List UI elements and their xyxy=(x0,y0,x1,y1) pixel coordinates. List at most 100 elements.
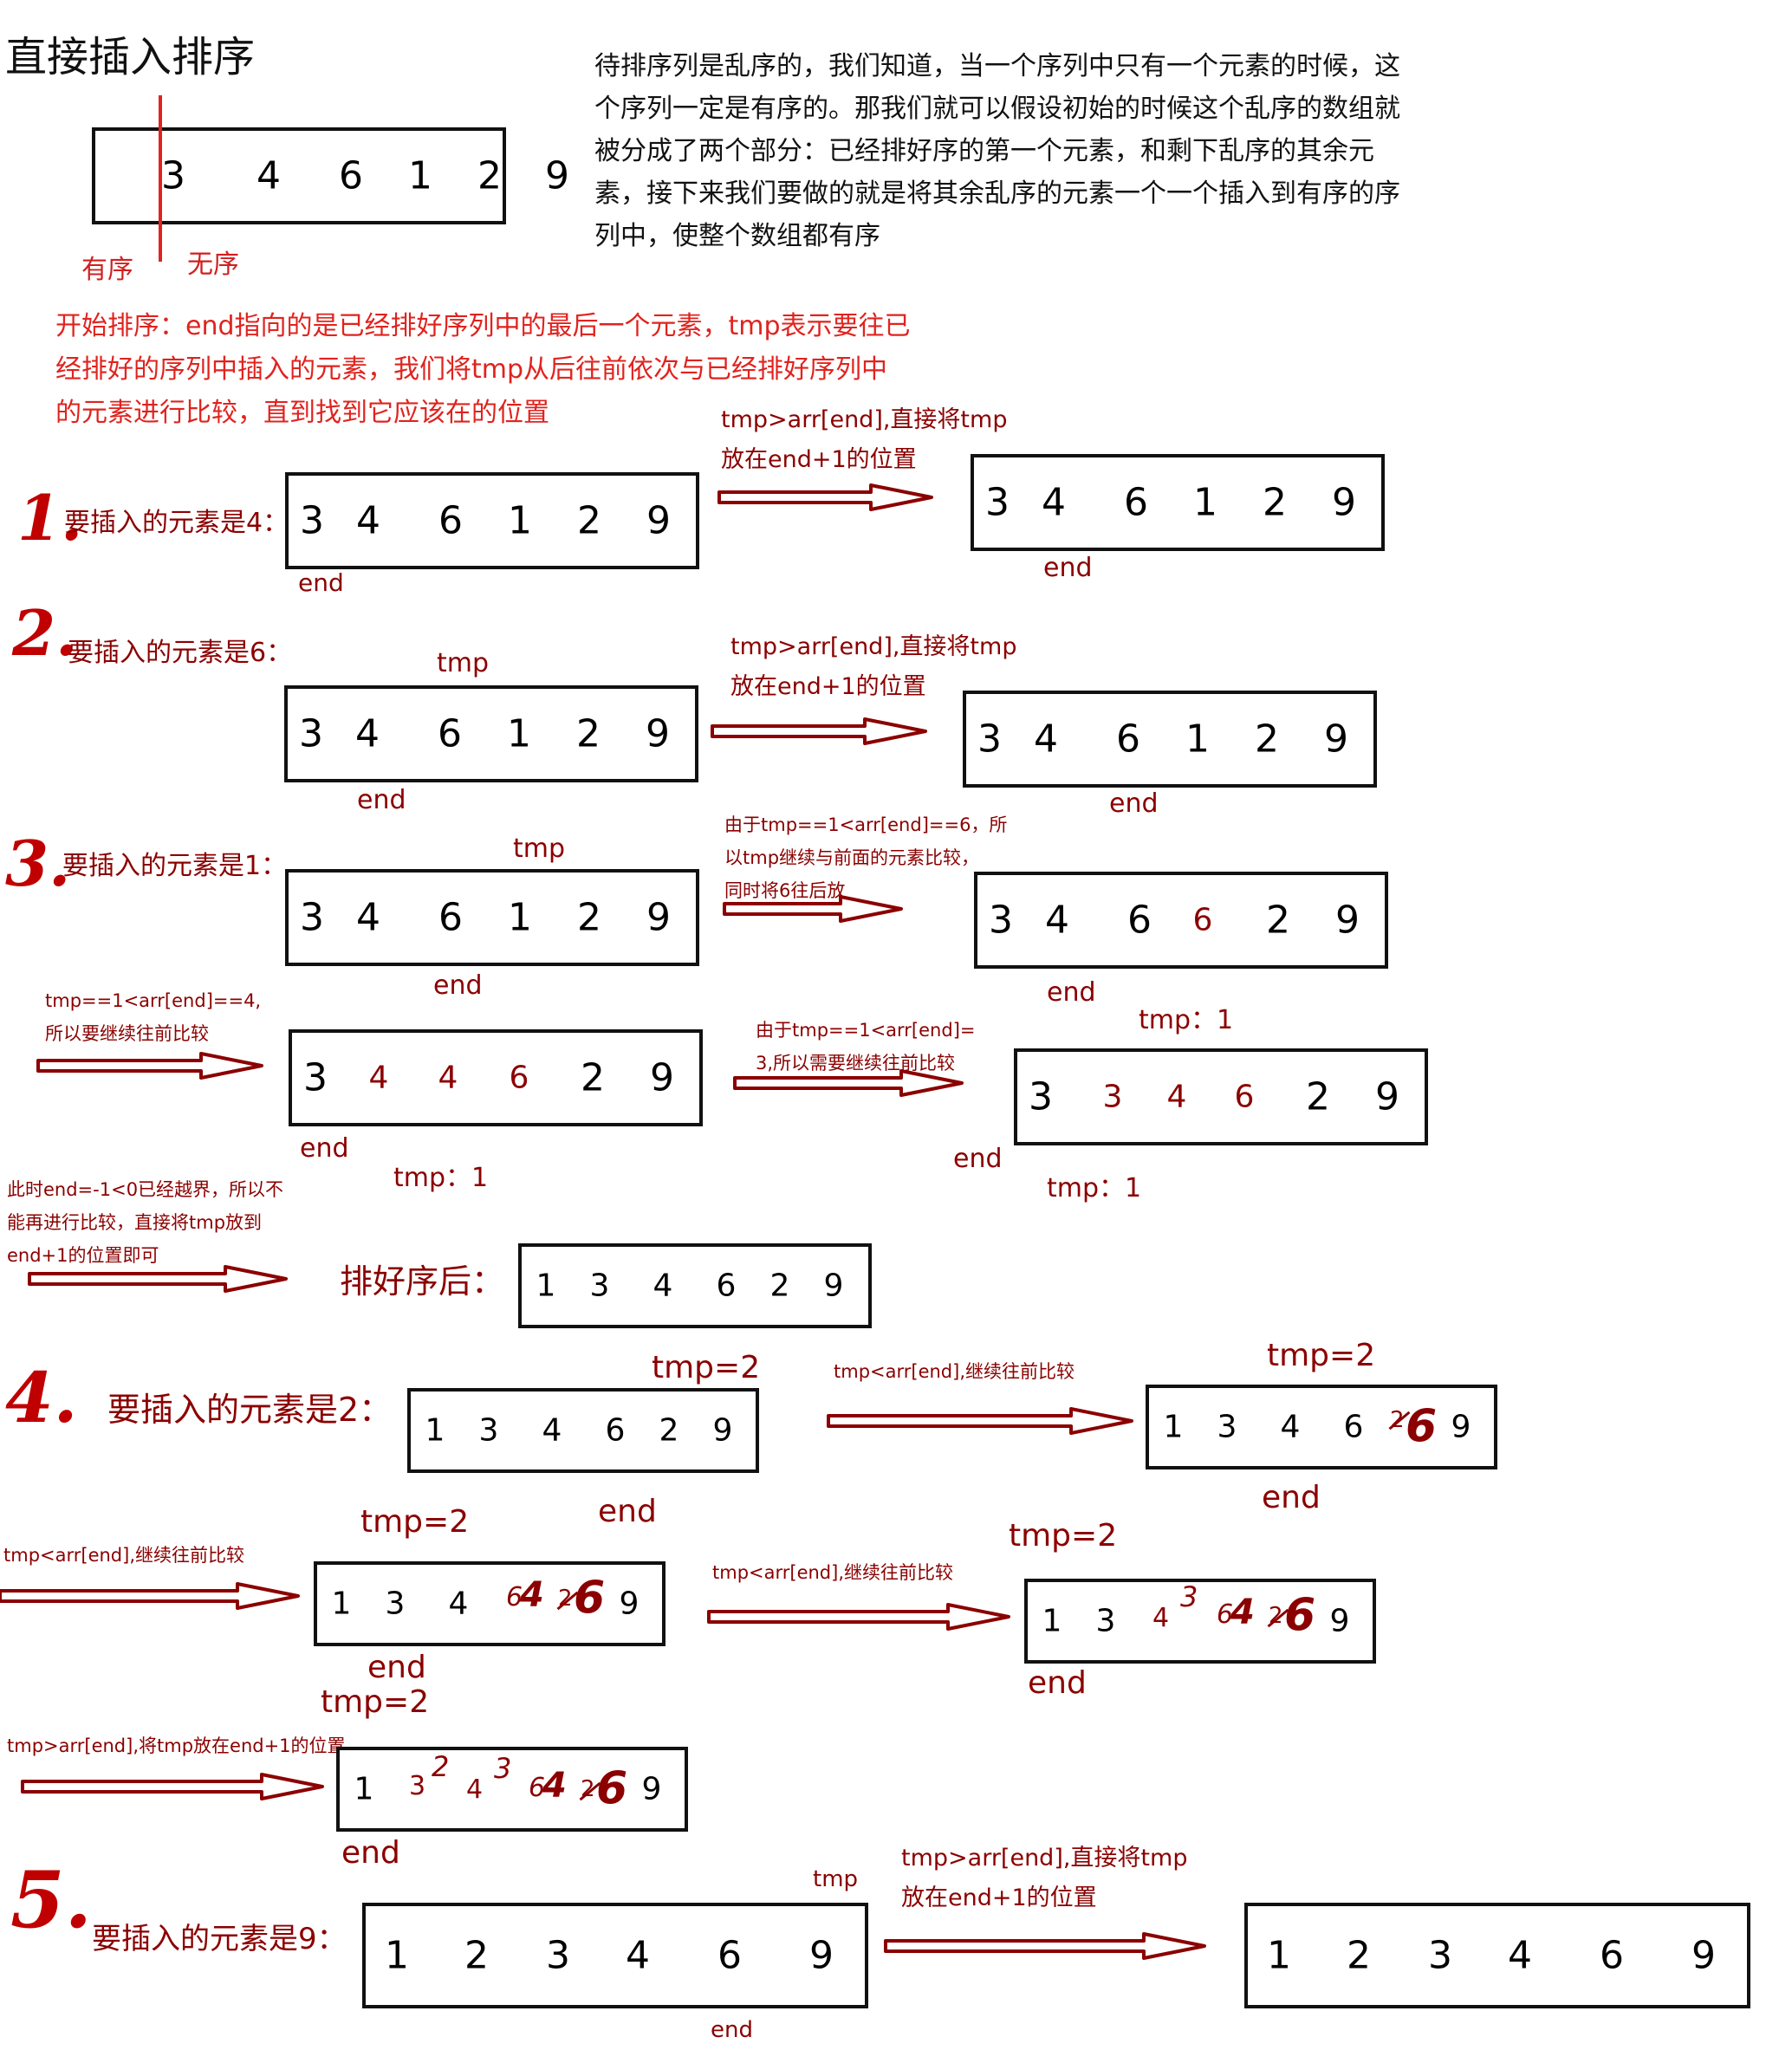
array-cell: 3 xyxy=(303,1055,328,1100)
array-cell: 9 xyxy=(823,1268,844,1304)
array-cell: 9 xyxy=(1324,717,1348,762)
step-4e-tmp: tmp=2 xyxy=(321,1684,430,1720)
overwrite-6-b: 6 xyxy=(1406,1400,1438,1452)
step-5-number: 5. xyxy=(10,1854,92,1946)
step-3-arrow-a xyxy=(723,895,903,923)
array-cell: 3 xyxy=(989,898,1013,943)
array-cell: 6 xyxy=(509,1060,529,1096)
step-4c-tmp: tmp=2 xyxy=(360,1504,470,1540)
array-cell: 1 xyxy=(425,1412,445,1449)
array-cell: 3 xyxy=(985,480,1010,525)
array-cell: 4 xyxy=(1034,717,1058,762)
step-2-end-label: end xyxy=(357,785,406,815)
array-cell: 1 xyxy=(1042,1603,1062,1639)
array-cell: 3 xyxy=(161,153,185,198)
array-cell: 6 xyxy=(1116,717,1140,762)
array-cell: 4 xyxy=(542,1412,562,1449)
step-3-tmp-label: tmp xyxy=(513,834,566,864)
page-title: 直接插入排序 xyxy=(5,33,256,81)
step-1-arrow xyxy=(717,483,933,511)
array-cell: 4 xyxy=(626,1933,650,1978)
step-4-arrow-d xyxy=(21,1773,324,1800)
step-4-note-a: tmp<arr[end],继续往前比较 xyxy=(834,1361,1075,1382)
overwrite-6-e: 6 xyxy=(596,1762,628,1814)
array-cell: 6 xyxy=(1127,898,1152,943)
array-cell: 3 xyxy=(1095,1603,1116,1639)
step-4-number: 4. xyxy=(5,1357,78,1438)
array-cell: 3 xyxy=(1102,1079,1123,1115)
struck-4-e: 4 xyxy=(466,1774,484,1805)
step-3-sorted-label: 排好序后： xyxy=(340,1262,505,1301)
step-3-note-a: 由于tmp==1<arr[end]==6，所以tmp继续与前面的元素比较，同时将… xyxy=(724,814,1008,901)
array-cell: 9 xyxy=(1332,480,1356,525)
array-cell: 4 xyxy=(368,1060,389,1096)
array-cell: 9 xyxy=(1335,898,1360,943)
step-2-arrow xyxy=(711,717,927,745)
overwrite-4-e: 4 xyxy=(542,1766,567,1806)
arrow-shape xyxy=(827,1407,1133,1435)
array-cell: 1 xyxy=(385,1933,409,1978)
intro-paragraph: 待排序列是乱序的，我们知道，当一个序列中只有一个元素的时候，这个序列一定是有序的… xyxy=(594,51,1400,251)
array-cell: 2 xyxy=(577,498,601,543)
step-5-end-label: end xyxy=(711,2017,753,2043)
step-4d-end: end xyxy=(1028,1665,1087,1701)
struck-6-d: 6 xyxy=(1217,1599,1234,1630)
array-cell: 1 xyxy=(354,1771,374,1807)
step-3b-end: end xyxy=(1047,977,1096,1008)
array-cell: 1 xyxy=(1185,717,1210,762)
step-4e-end: end xyxy=(341,1835,400,1871)
array-cell: 6 xyxy=(1192,902,1213,938)
step-1-number: 1. xyxy=(17,481,83,555)
array-cell: 9 xyxy=(646,498,671,543)
step-5-arrow xyxy=(884,1932,1206,1960)
array-cell: 2 xyxy=(576,711,601,756)
array-cell: 9 xyxy=(712,1412,733,1449)
array-cell: 4 xyxy=(438,1060,458,1096)
overwrite-3-d: 3 xyxy=(1180,1580,1198,1613)
array-cell: 6 xyxy=(1343,1409,1364,1445)
array-cell: 9 xyxy=(641,1771,662,1807)
step-3-arrow-c xyxy=(733,1069,964,1097)
step-3-number: 3. xyxy=(5,827,71,900)
step-4b-tmp: tmp=2 xyxy=(1267,1338,1376,1373)
overwrite-3-e: 3 xyxy=(494,1752,512,1785)
array-cell: 1 xyxy=(507,711,531,756)
array-cell: 3 xyxy=(385,1586,406,1622)
array-cell: 6 xyxy=(717,1933,742,1978)
step-4c-end: end xyxy=(367,1650,426,1685)
arrow-shape xyxy=(717,483,933,511)
array-cell: 6 xyxy=(339,153,363,198)
step-4-note-c: tmp<arr[end],继续往前比较 xyxy=(712,1562,954,1583)
step-3b-tmp: tmp：1 xyxy=(1139,1005,1234,1035)
step-3d-tmp: tmp：1 xyxy=(1047,1173,1142,1203)
arrow-shape xyxy=(707,1603,1010,1631)
step-2-tmp-label: tmp xyxy=(437,648,490,678)
array-cell: 4 xyxy=(1045,898,1069,943)
arrow-shape xyxy=(711,717,927,745)
overwrite-6-c: 6 xyxy=(574,1572,606,1624)
array-cell: 6 xyxy=(1234,1079,1255,1115)
step-4-arrow-a xyxy=(827,1407,1133,1435)
array-cell: 2 xyxy=(1263,480,1287,525)
arrow-shape xyxy=(0,1582,300,1610)
array-cell: 4 xyxy=(1280,1409,1301,1445)
overwrite-2-e: 2 xyxy=(432,1750,450,1783)
array-cell: 2 xyxy=(1306,1074,1330,1119)
step-3-arrow-b xyxy=(36,1052,263,1080)
step-4d-tmp: tmp=2 xyxy=(1009,1518,1118,1554)
struck-4-d: 4 xyxy=(1152,1603,1170,1633)
array-cell: 9 xyxy=(646,711,670,756)
array-cell: 6 xyxy=(716,1268,737,1304)
array-cell: 2 xyxy=(581,1055,605,1100)
array-cell: 3 xyxy=(546,1933,570,1978)
